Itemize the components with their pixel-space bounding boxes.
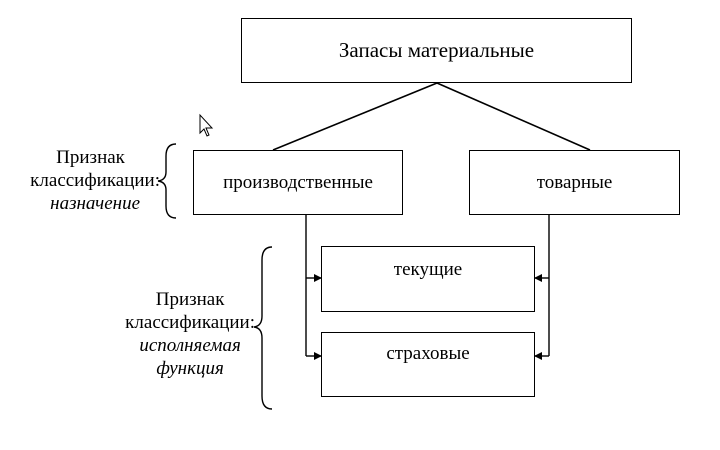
production-box: производственные — [193, 150, 403, 215]
criterion-2-line-3: исполняемая — [139, 335, 241, 356]
root-box: Запасы материальные — [241, 18, 632, 83]
criterion-1-line-1: Признак — [56, 147, 125, 168]
goods-label: товарные — [536, 171, 613, 193]
current-stock-label: текущие — [393, 259, 463, 280]
criterion-1-line-2: классификации: — [30, 170, 160, 191]
safety-stock-label: страховые — [386, 343, 470, 364]
criterion-2-line-2: классификации: — [125, 312, 255, 333]
brace-criterion-2 — [253, 246, 273, 410]
criterion-1-line-3: назначение — [50, 193, 141, 214]
criterion-1-label: Признак классификации: назначение — [30, 146, 160, 215]
root-label: Запасы материальные — [338, 38, 535, 62]
current-stock-box: текущие — [321, 246, 535, 312]
brace-criterion-1 — [157, 143, 177, 219]
criterion-2-line-4: функция — [156, 358, 224, 379]
mouse-cursor-icon — [199, 113, 214, 137]
safety-stock-box: страховые — [321, 332, 535, 397]
production-label: производственные — [223, 171, 373, 193]
connector-root-to-goods — [436, 82, 591, 151]
goods-box: товарные — [469, 150, 680, 215]
criterion-2-line-1: Признак — [155, 289, 225, 310]
criterion-2-label: Признак классификации: исполняемая функц… — [125, 288, 255, 380]
connector-root-to-production — [272, 82, 438, 151]
